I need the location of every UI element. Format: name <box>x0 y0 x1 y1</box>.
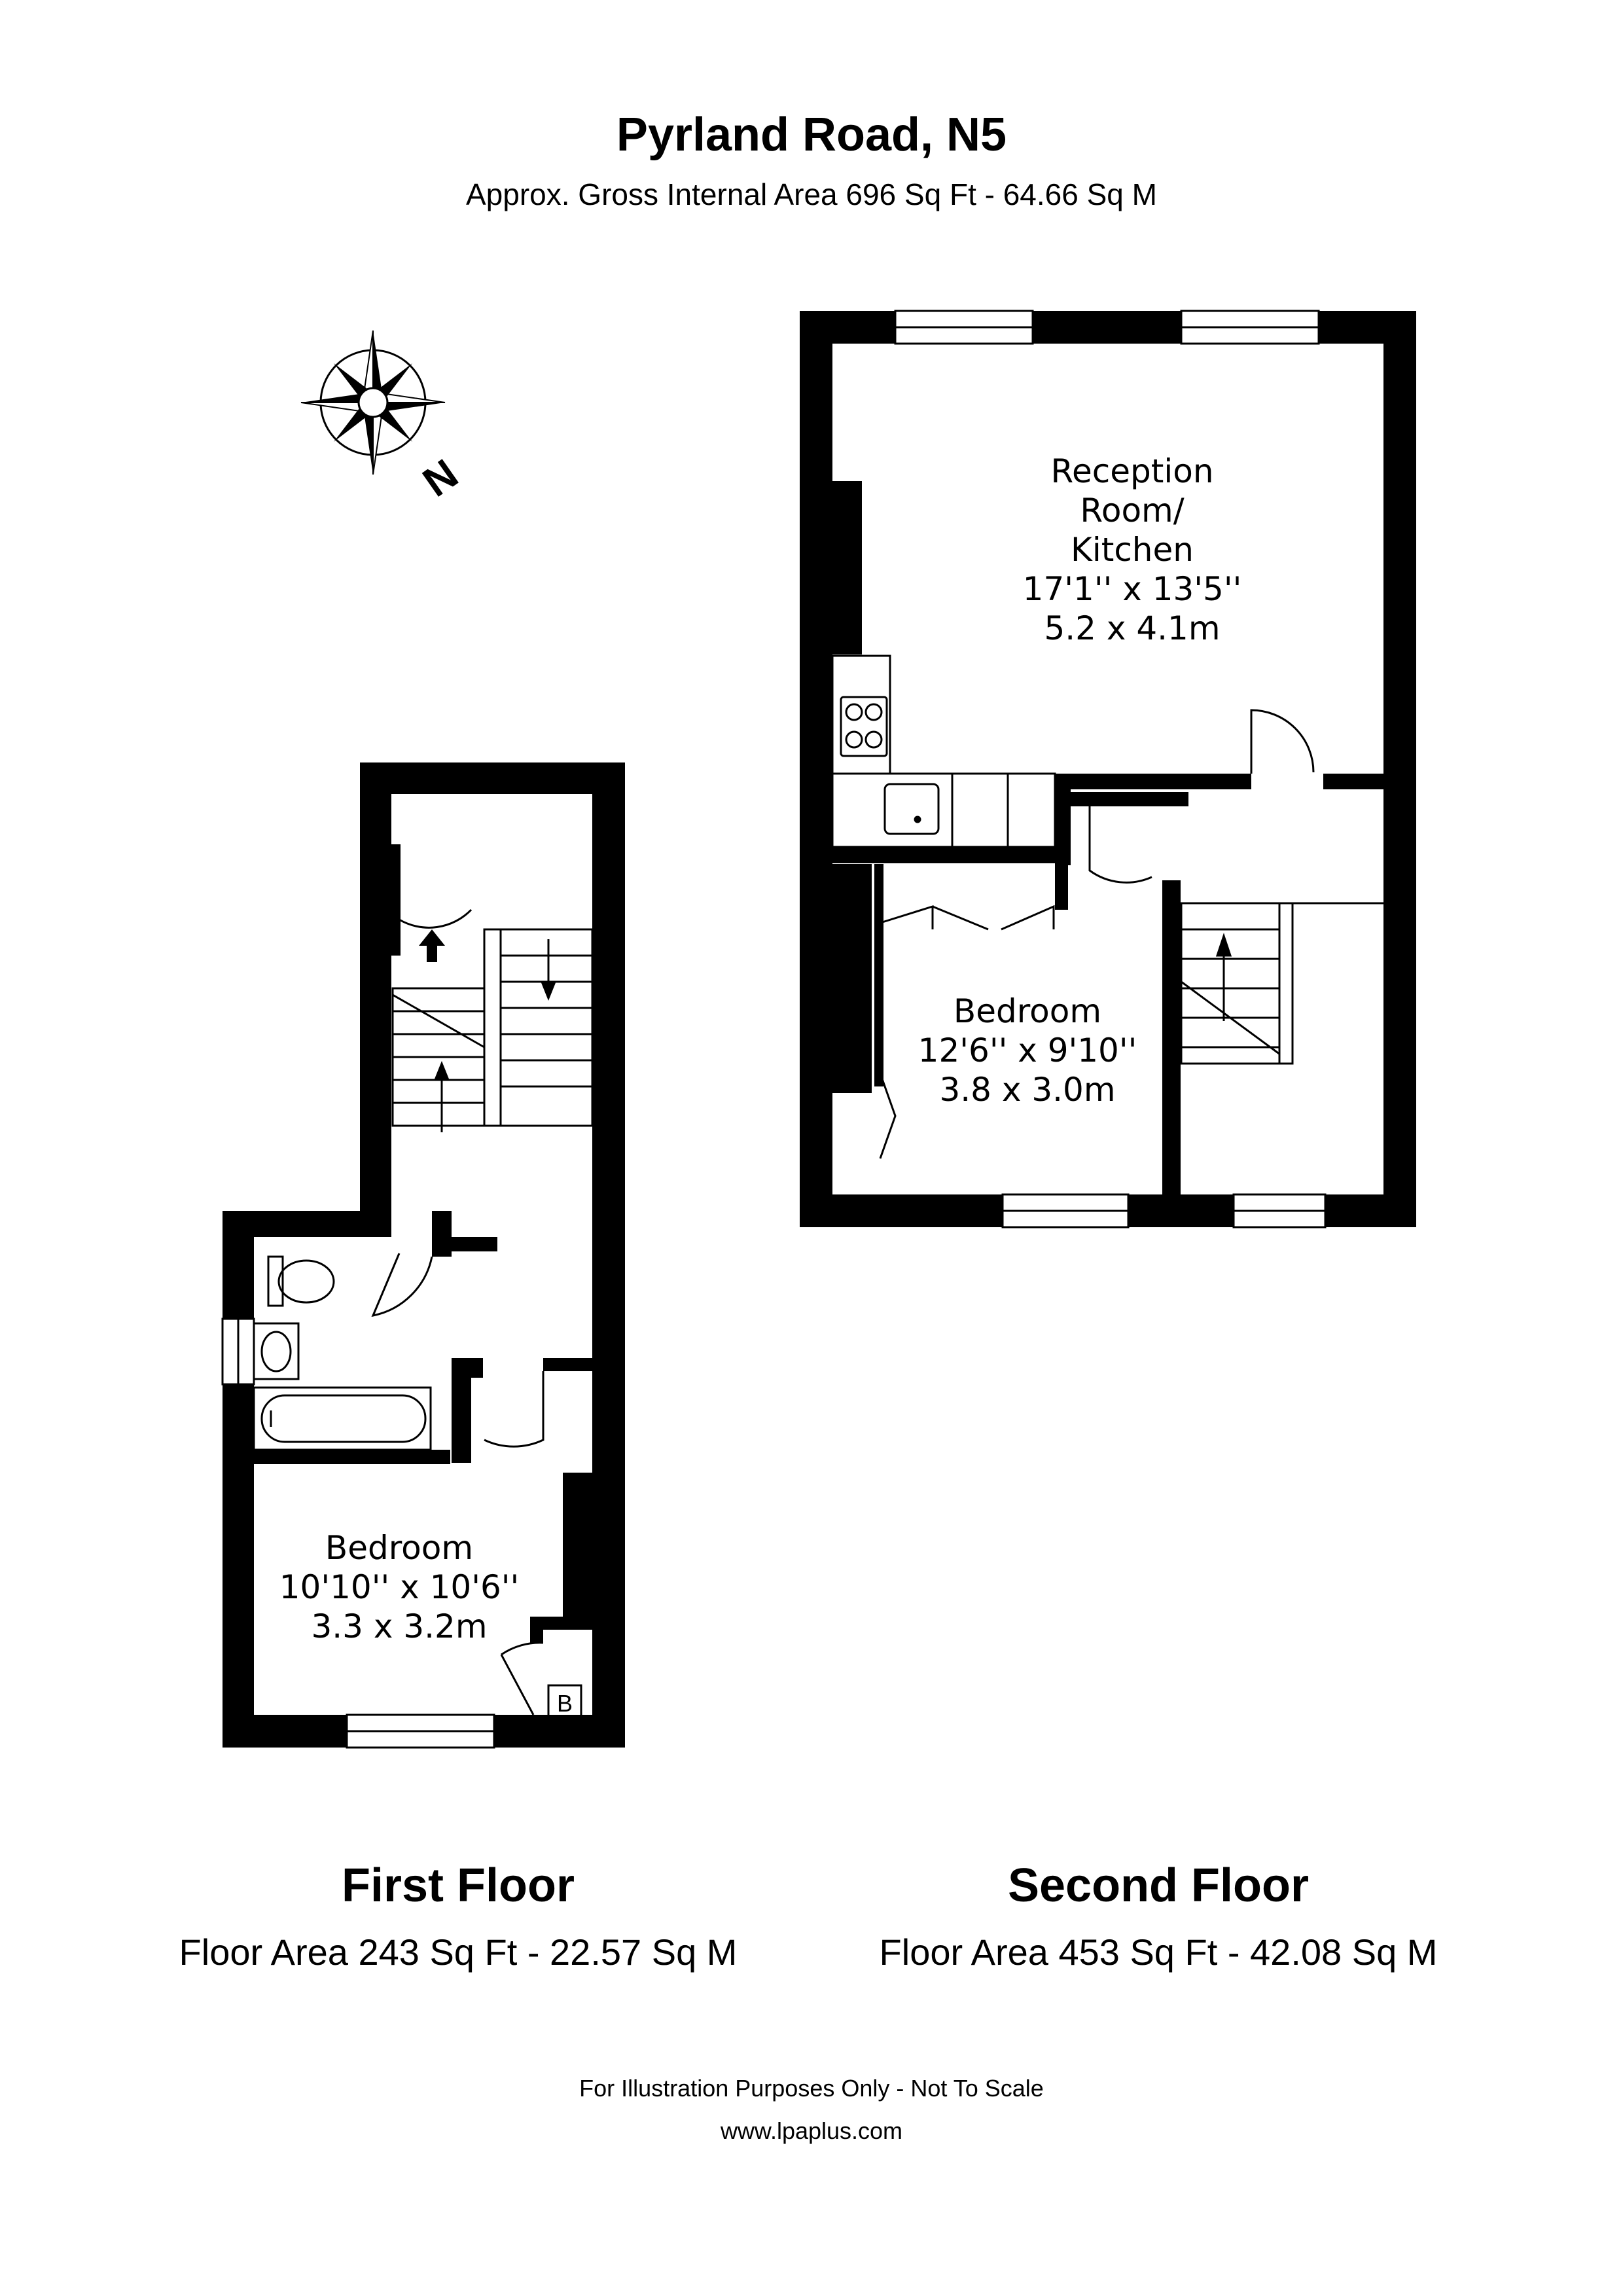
room-label-first-floor-bedroom: Bedroom 10'10'' x 10'6'' 3.3 x 3.2m <box>279 1529 520 1645</box>
wall <box>832 848 1055 863</box>
wall <box>254 1450 450 1464</box>
wall <box>543 1358 592 1371</box>
first-floor-windows <box>221 1318 495 1749</box>
first-floor-plan <box>223 762 625 1748</box>
disclaimer-text: For Illustration Purposes Only - Not To … <box>579 2075 1044 2102</box>
wall <box>1323 774 1383 789</box>
kitchen-units <box>831 655 1056 848</box>
hob-icon <box>840 696 888 757</box>
compass-rose-icon <box>300 330 446 475</box>
wall <box>432 1211 452 1257</box>
wall <box>530 1617 592 1630</box>
wall <box>1071 792 1188 806</box>
basin-icon <box>253 1322 300 1380</box>
wall <box>452 1237 497 1251</box>
wall <box>452 1358 471 1463</box>
chimney-breast <box>563 1473 592 1617</box>
chimney-breast <box>832 481 862 655</box>
second-floor-windows <box>894 310 1327 1229</box>
bath-icon <box>253 1386 432 1451</box>
first-floor-title: First Floor <box>342 1859 575 1912</box>
wall <box>1162 880 1181 1194</box>
wall <box>360 762 625 794</box>
door-swing <box>1088 709 1315 884</box>
door-swing <box>371 861 544 1715</box>
wall <box>1055 851 1068 910</box>
staircase <box>391 928 594 1132</box>
page-subtitle: Approx. Gross Internal Area 696 Sq Ft - … <box>466 177 1157 211</box>
wall <box>223 1211 254 1748</box>
boiler-label: B <box>557 1690 573 1717</box>
wall <box>530 1617 543 1643</box>
page-title: Pyrland Road, N5 <box>616 109 1007 161</box>
boiler-icon: B <box>547 1684 582 1719</box>
wall <box>874 864 883 1086</box>
staircase <box>1180 902 1383 1065</box>
wall <box>1055 774 1251 789</box>
wall <box>800 311 1416 344</box>
wall <box>360 762 391 1221</box>
website-link[interactable]: www.lpaplus.com <box>720 2117 903 2144</box>
wall <box>592 762 625 1748</box>
wall <box>1383 311 1416 1227</box>
chimney-breast <box>832 864 872 1093</box>
wall <box>800 311 832 1227</box>
up-arrow-icon <box>419 929 445 962</box>
second-floor-title: Second Floor <box>1007 1859 1310 1912</box>
toilet-icon <box>267 1255 335 1307</box>
first-floor-area: Floor Area 243 Sq Ft - 22.57 Sq M <box>179 1931 738 1973</box>
room-label-reception: Reception Room/ Kitchen 17'1'' x 13'5'' … <box>1022 452 1242 647</box>
compass-north-label: N <box>414 450 466 505</box>
room-label-second-floor-bedroom: Bedroom 12'6'' x 9'10'' 3.8 x 3.0m <box>918 992 1137 1109</box>
wardrobe-doors <box>879 905 1055 1159</box>
wall <box>1055 774 1071 865</box>
second-floor-area: Floor Area 453 Sq Ft - 42.08 Sq M <box>879 1931 1438 1973</box>
wall <box>471 1358 483 1378</box>
kitchen-sink-icon <box>883 783 940 835</box>
